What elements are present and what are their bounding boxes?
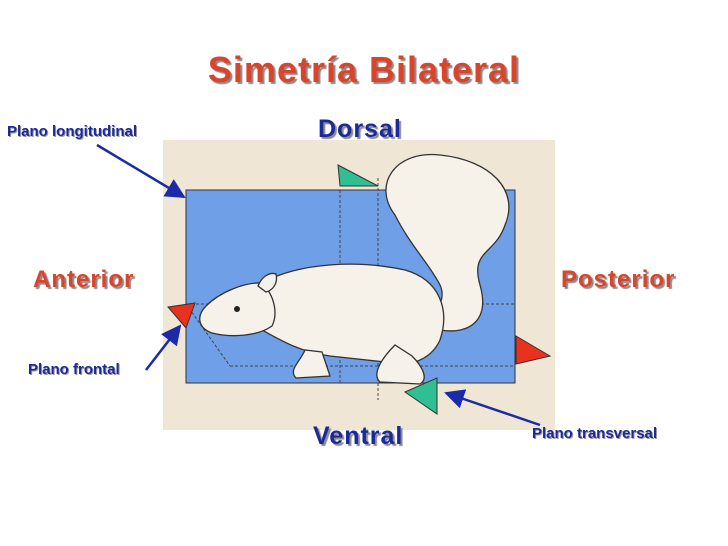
page-title: Simetría Bilateral [207,49,521,90]
label-plano-longitudinal: Plano longitudinal [7,123,137,140]
arrow-frontal [145,324,182,371]
label-posterior: Posterior [561,266,676,293]
transverse-marker-bottom [403,377,438,415]
label-ventral: Ventral [313,422,404,450]
label-anterior: Anterior [33,266,135,293]
label-plano-transversal: Plano transversal [532,425,658,442]
squirrel-eye [234,306,240,312]
label-dorsal: Dorsal [318,115,402,143]
transverse-marker-top [337,164,379,187]
arrow-longitudinal [96,143,186,199]
arrow-transversal [444,389,541,427]
frontal-marker-anterior [167,302,196,329]
label-plano-frontal: Plano frontal [28,361,120,378]
frontal-marker-posterior [515,335,552,365]
squirrel-illustration [199,153,510,385]
